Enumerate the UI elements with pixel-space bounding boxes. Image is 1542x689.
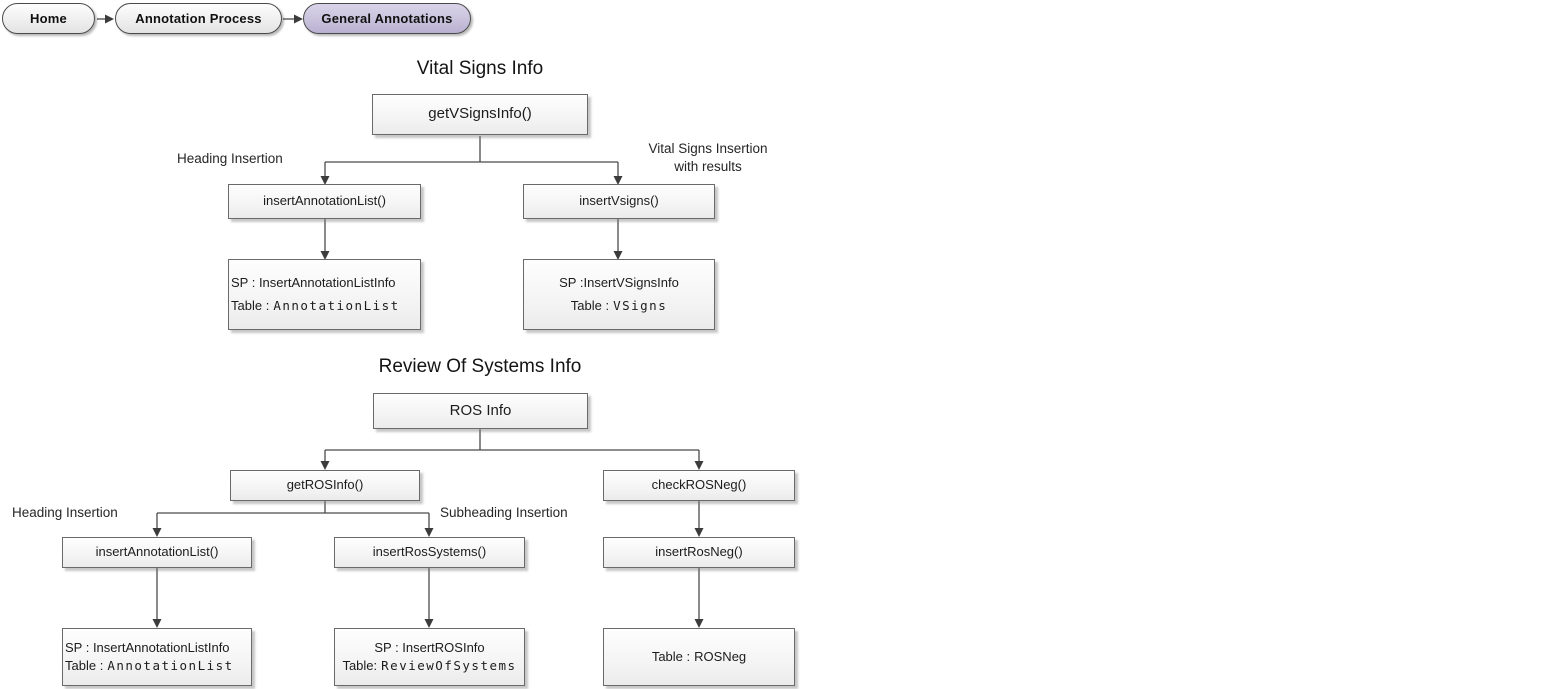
node-label: insertRosSystems() (372, 544, 487, 560)
node-insertrossystems: insertRosSystems() (334, 537, 525, 568)
section-title-vital-signs: Vital Signs Info (416, 58, 544, 79)
table-prefix: Table: (342, 658, 378, 673)
table-prefix: Table : (231, 297, 270, 313)
section-title-review-of-systems: Review Of Systems Info (378, 356, 582, 377)
edge-label-vital-signs-insertion: Vital Signs Insertion with results (628, 140, 788, 176)
node-label: getVSignsInfo() (428, 105, 532, 123)
node-insertrosneg: insertRosNeg() (603, 537, 795, 568)
table-line: Table :ROSNeg (652, 649, 746, 665)
breadcrumb-item-annotation-process[interactable]: Annotation Process (115, 3, 282, 34)
node-sp-insertvsignsinfo: SP :InsertVSignsInfo Table :VSigns (523, 259, 715, 330)
table-line: Table :AnnotationList (65, 658, 234, 674)
edge-label-line: Vital Signs Insertion (648, 141, 768, 156)
node-label: insertAnnotationList() (95, 544, 219, 560)
table-line: Table:ReviewOfSystems (342, 658, 516, 674)
node-getrosinfo: getROSInfo() (230, 470, 420, 501)
table-name: ROSNeg (694, 648, 747, 664)
sp-line: SP : InsertROSInfo (374, 639, 485, 655)
node-label: checkROSNeg() (651, 477, 747, 493)
table-name: VSigns (613, 297, 668, 313)
node-label: insertVsigns() (579, 193, 659, 209)
node-label: insertRosNeg() (655, 544, 743, 560)
sp-line: SP : InsertAnnotationListInfo (65, 639, 230, 655)
node-table-rosneg: Table :ROSNeg (603, 628, 795, 686)
table-line: Table :AnnotationList (231, 298, 400, 314)
breadcrumb-item-home[interactable]: Home (2, 3, 95, 34)
node-label: ROS Info (449, 401, 512, 419)
node-sp-insertrosinfo: SP : InsertROSInfo Table:ReviewOfSystems (334, 628, 525, 686)
edge-label-subheading-insertion: Subheading Insertion (440, 505, 568, 520)
table-prefix: Table : (651, 648, 691, 664)
table-name: AnnotationList (107, 658, 234, 673)
node-getvsignsinfo: getVSignsInfo() (372, 94, 588, 135)
node-ros-info: ROS Info (373, 393, 588, 429)
table-prefix: Table : (65, 658, 104, 673)
table-prefix: Table : (570, 297, 610, 313)
node-label: insertAnnotationList() (263, 193, 386, 209)
sp-line: SP :InsertVSignsInfo (559, 275, 679, 291)
node-label: getROSInfo() (286, 477, 364, 493)
node-checkrosneg: checkROSNeg() (603, 470, 795, 501)
breadcrumb-item-general-annotations[interactable]: General Annotations (303, 3, 471, 34)
edge-label-heading-insertion-2: Heading Insertion (12, 505, 118, 520)
node-insertvsigns: insertVsigns() (523, 184, 715, 219)
table-line: Table :VSigns (571, 298, 667, 314)
node-sp-insertannotationlistinfo: SP : InsertAnnotationListInfo Table :Ann… (228, 259, 421, 330)
node-insertannotationlist: insertAnnotationList() (228, 184, 421, 219)
sp-line: SP : InsertAnnotationListInfo (231, 275, 396, 291)
node-insertannotationlist-2: insertAnnotationList() (62, 537, 252, 568)
table-name: ReviewOfSystems (381, 658, 517, 673)
edge-label-heading-insertion: Heading Insertion (177, 151, 283, 166)
table-name: AnnotationList (273, 297, 400, 313)
node-sp-insertannotationlistinfo-2: SP : InsertAnnotationListInfo Table :Ann… (62, 628, 252, 686)
edge-label-line: with results (674, 159, 742, 175)
